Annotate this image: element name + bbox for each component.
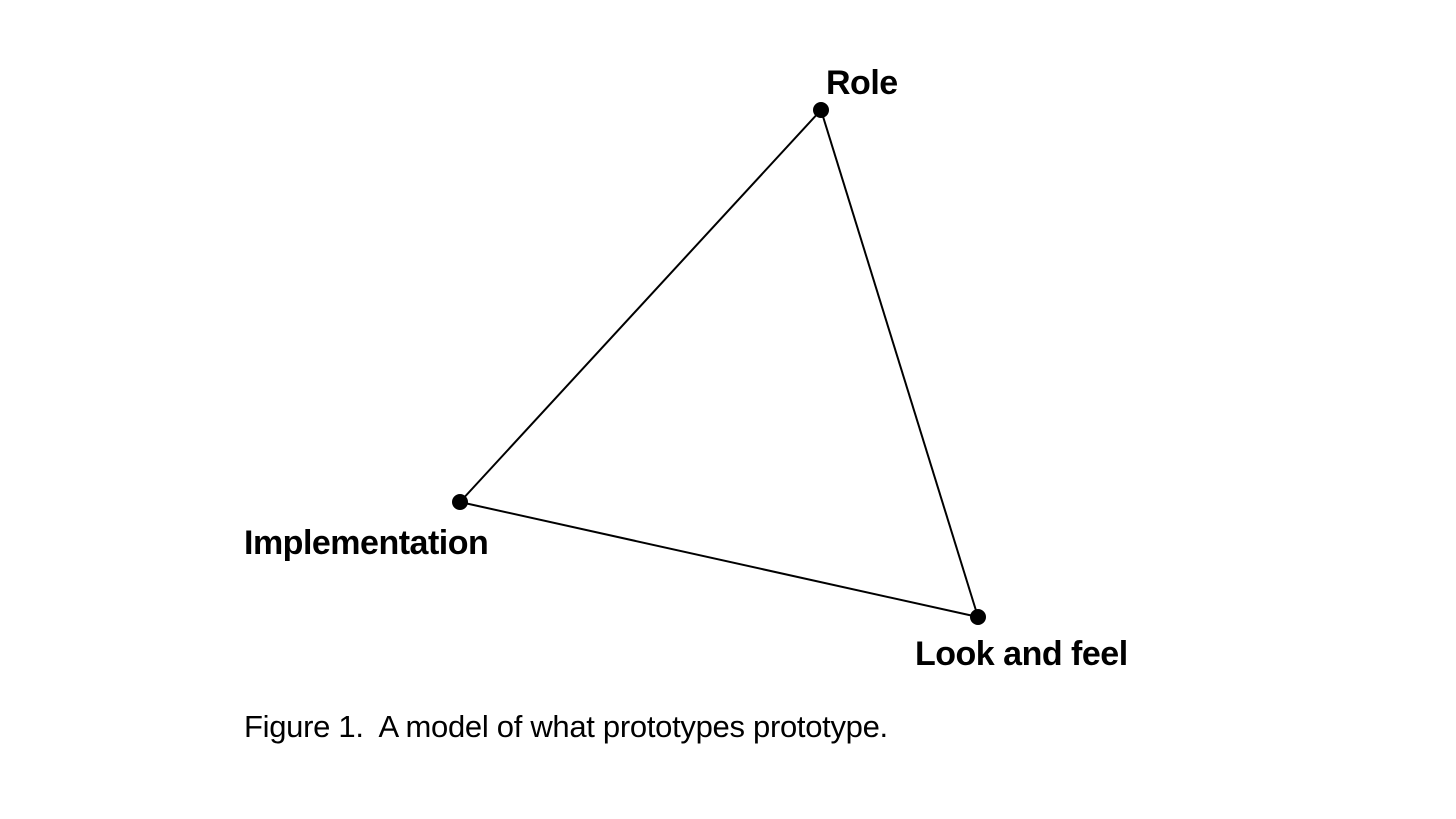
edge-implementation-look-and-feel (459, 501, 979, 618)
vertex-label-role: Role (826, 64, 898, 102)
vertex-label-look-and-feel: Look and feel (915, 635, 1128, 673)
edge-role-implementation (459, 109, 822, 503)
edge-look-and-feel-role (820, 109, 979, 618)
vertex-dot-look-and-feel (970, 609, 986, 625)
vertex-dot-role (813, 102, 829, 118)
vertex-label-implementation: Implementation (244, 524, 489, 562)
figure-caption: Figure 1. A model of what prototypes pro… (244, 709, 888, 744)
vertex-dot-implementation (452, 494, 468, 510)
